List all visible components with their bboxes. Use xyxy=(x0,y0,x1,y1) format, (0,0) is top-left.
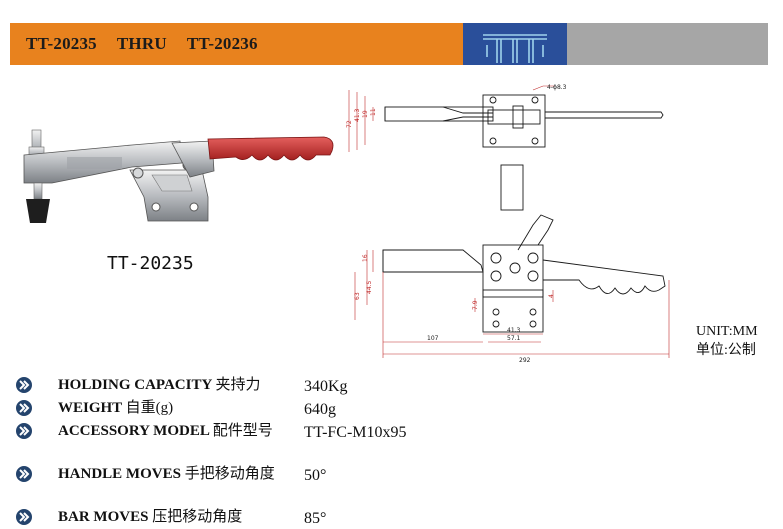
toggle-clamp-photo xyxy=(12,125,342,235)
header-gray-block xyxy=(567,23,768,65)
spec-value: 340Kg xyxy=(304,378,348,395)
technical-drawing: 72 41.3 19 11 4-ϕ8.3 xyxy=(343,80,683,365)
tt-logo-icon xyxy=(463,23,567,65)
dim-44-5: 44.5 xyxy=(366,280,373,294)
thru-label: THRU xyxy=(116,34,167,53)
photo-caption: TT-20235 xyxy=(107,253,194,274)
check-bullet-icon xyxy=(16,400,32,416)
check-bullet-icon xyxy=(16,466,32,482)
dim-7-9: 7.9 xyxy=(472,300,479,310)
check-bullet-icon xyxy=(16,377,32,393)
spec-label: HOLDING CAPACITY 夹持力 xyxy=(58,377,261,393)
spec-label: WEIGHT 自重(g) xyxy=(58,400,174,416)
dim-63: 63 xyxy=(354,292,361,300)
dim-292: 292 xyxy=(519,357,531,364)
dim-107: 107 xyxy=(427,335,439,342)
model-from: TT-20235 xyxy=(26,34,97,53)
dim-19-v: 19 xyxy=(362,110,369,118)
spec-value: 640g xyxy=(304,401,336,418)
dim-41-3-h: 41.3 xyxy=(507,327,521,334)
unit-note: UNIT:MM 单位:公制 xyxy=(696,322,758,360)
spec-label: BAR MOVES 压把移动角度 xyxy=(58,509,243,525)
dim-16: 16 xyxy=(362,254,369,262)
header-title: TT-20235 THRU TT-20236 xyxy=(26,34,278,54)
dim-72: 72 xyxy=(346,120,353,128)
spec-value: 85° xyxy=(304,510,327,527)
unit-en: UNIT:MM xyxy=(696,324,758,339)
dim-4: 4 xyxy=(548,294,555,298)
dim-11: 11 xyxy=(370,108,377,116)
spec-label: HANDLE MOVES 手把移动角度 xyxy=(58,466,275,482)
hole-note: 4-ϕ8.3 xyxy=(547,84,567,91)
spec-value: TT-FC-M10x95 xyxy=(304,424,407,441)
unit-cn: 单位:公制 xyxy=(696,343,756,358)
spec-value: 50° xyxy=(304,467,327,484)
check-bullet-icon xyxy=(16,509,32,525)
dim-57-1: 57.1 xyxy=(507,335,521,342)
dim-41-3-v: 41.3 xyxy=(354,108,361,122)
check-bullet-icon xyxy=(16,423,32,439)
model-to: TT-20236 xyxy=(186,34,258,53)
spec-label: ACCESSORY MODEL 配件型号 xyxy=(58,423,273,439)
